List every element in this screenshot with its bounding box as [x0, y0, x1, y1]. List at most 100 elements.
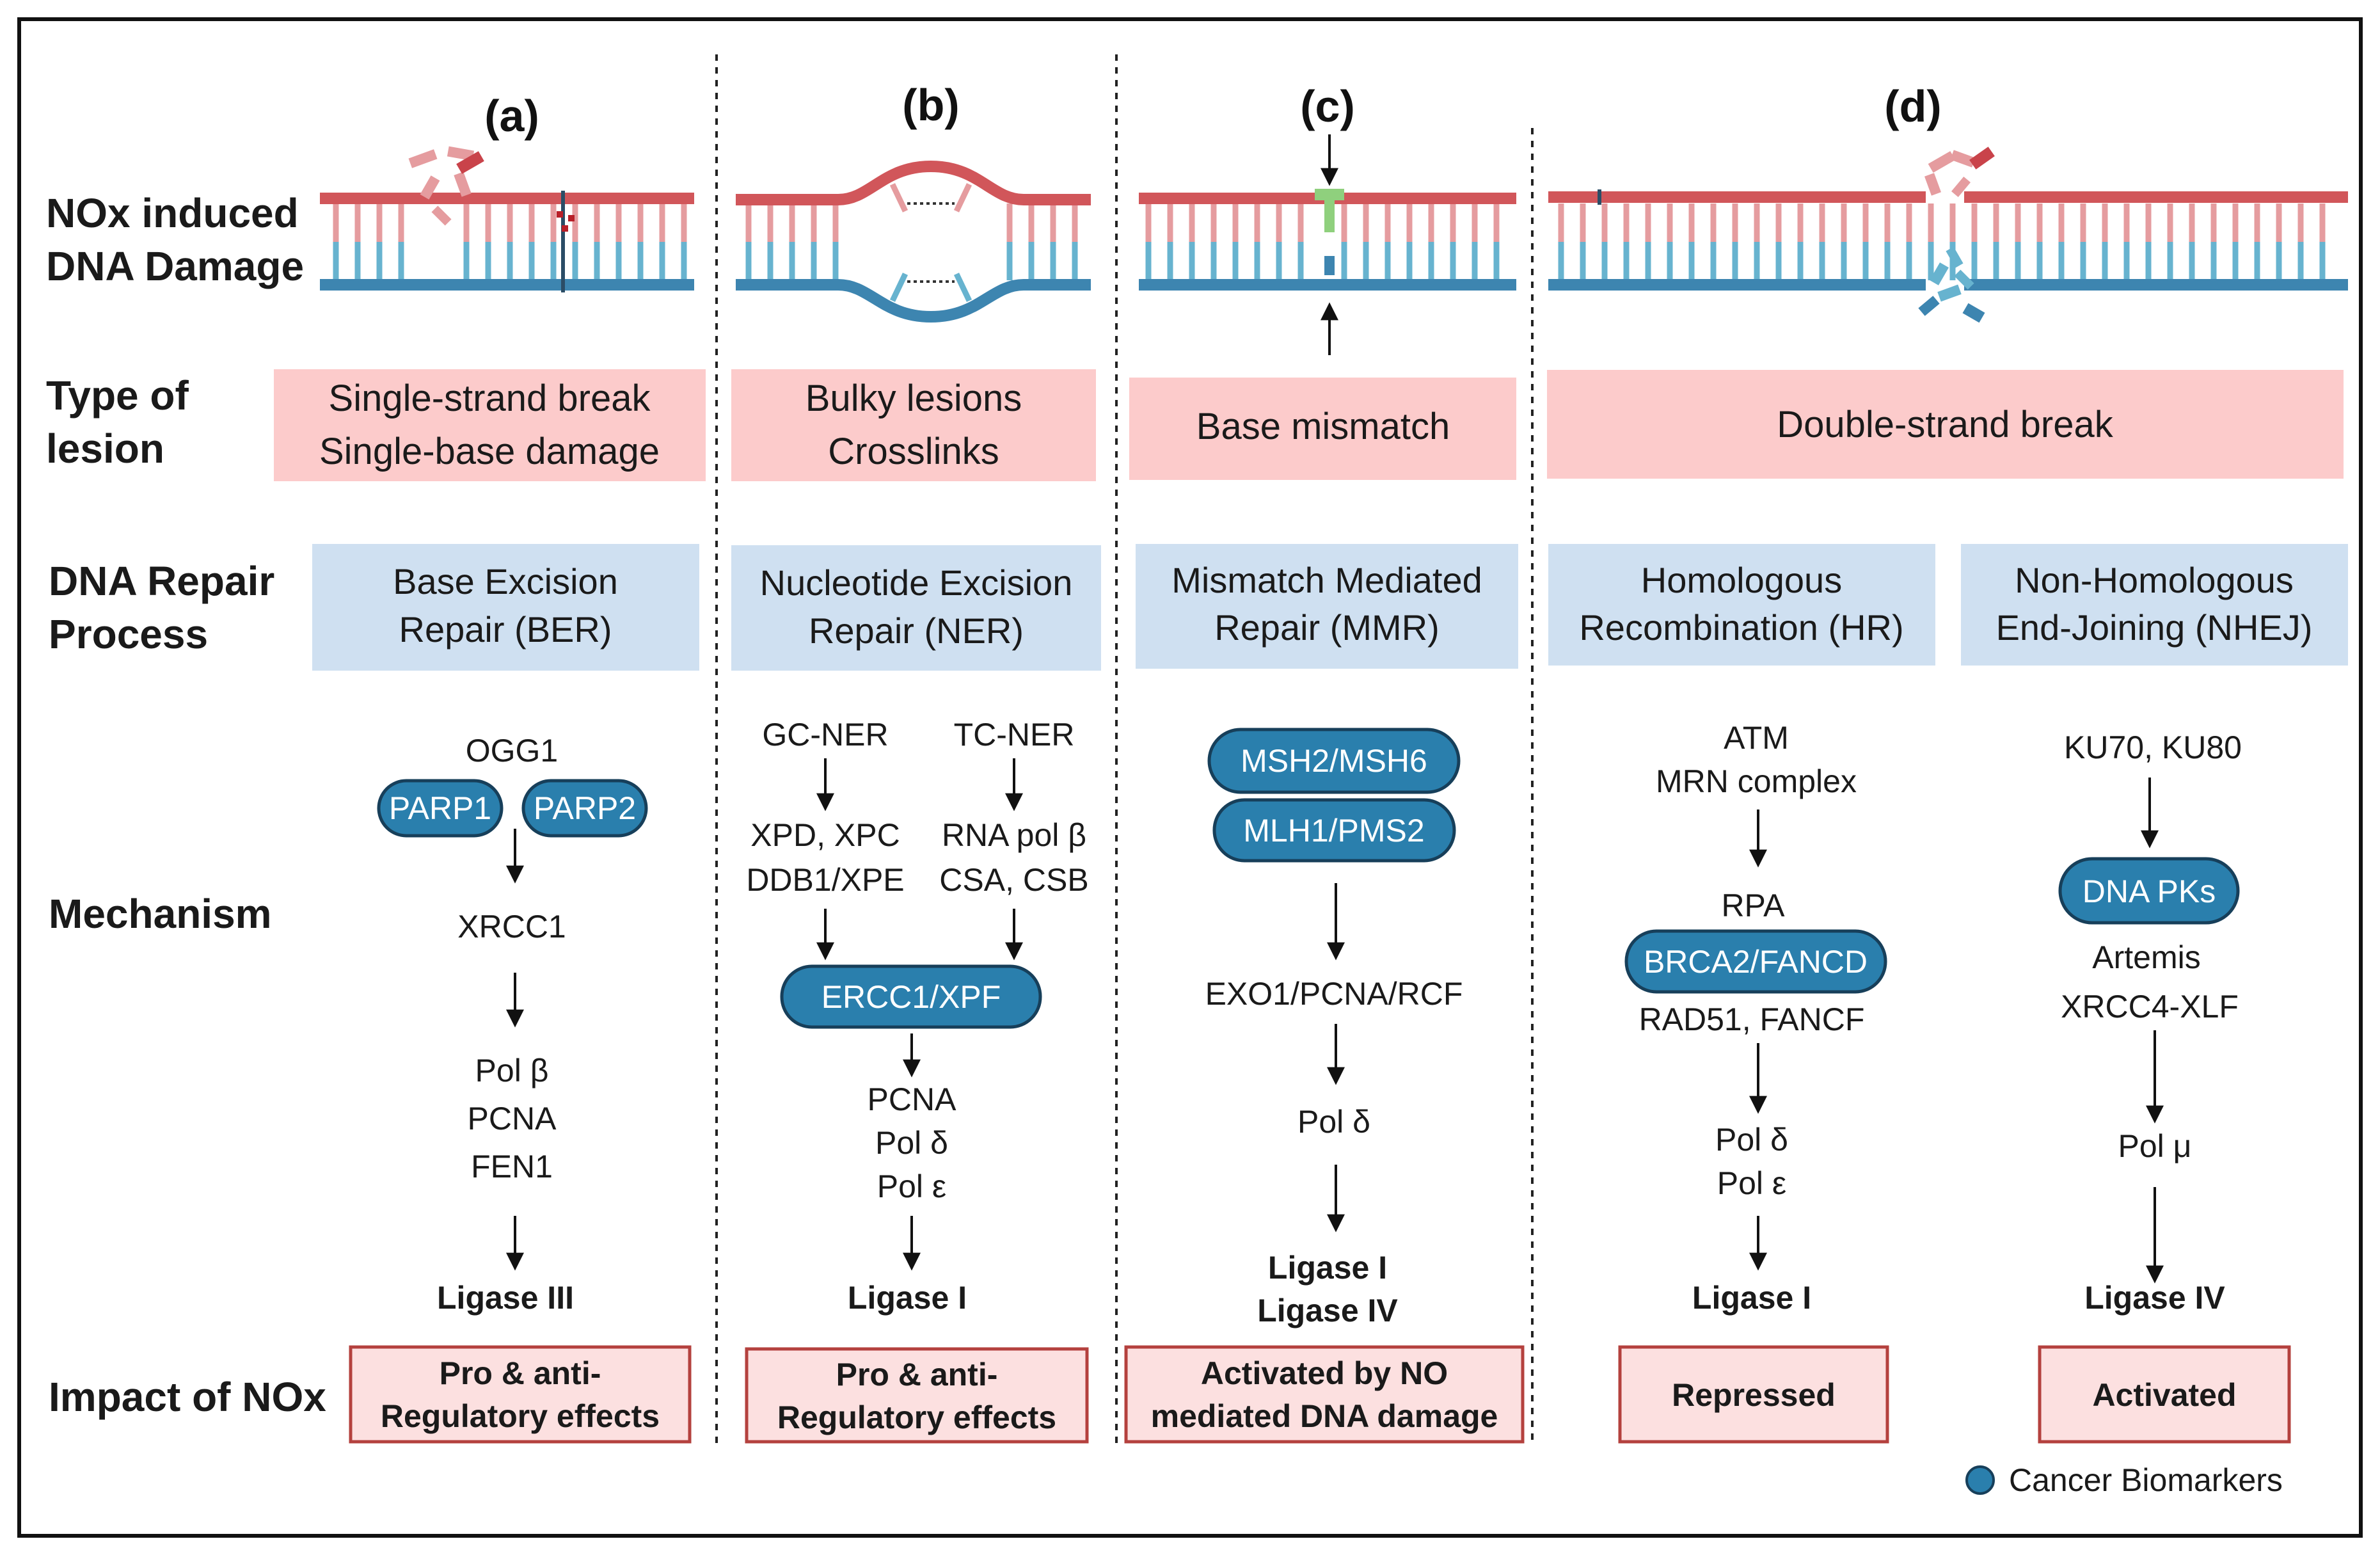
process-box-nhej: [1961, 544, 2348, 666]
impact-box-c: [1124, 1345, 1525, 1444]
row-labels: NOx induced DNA Damage Type of lesion DN…: [46, 190, 326, 1420]
impact-box-d: [1618, 1345, 1889, 1444]
lesion-box-a: [274, 369, 706, 481]
lesion-b-line1: Bulky lesions: [805, 378, 1022, 419]
process-box-hr: [1548, 544, 1935, 666]
blue-circle-icon: [1965, 1465, 1995, 1495]
dna-illustration-c: [1139, 134, 1516, 355]
ber-ogg1: OGG1: [466, 733, 558, 769]
process-box-mmr: [1136, 544, 1518, 669]
row-label-impact: Impact of NOx: [49, 1374, 326, 1420]
mechanism-mmr: MSH2/MSH6 MLH1/PMS2 EXO1/PCNA/RCF Pol δ …: [1205, 728, 1463, 1328]
nhej-xrcc4: XRCC4-XLF: [2061, 989, 2239, 1025]
lesion-box-b: [731, 369, 1096, 481]
hr-ligase: Ligase I: [1692, 1280, 1811, 1316]
lesion-box-c: [1129, 378, 1516, 480]
ner-gc-item2: DDB1/XPE: [746, 862, 904, 898]
column-label-c: (c): [1300, 81, 1355, 131]
dna-strand-top-b: [736, 160, 1091, 205]
process-nhej-line1: Non-Homologous: [2015, 560, 2294, 600]
legend-label: Cancer Biomarkers: [2009, 1462, 2283, 1498]
mmr-ligase-1: Ligase I: [1268, 1250, 1387, 1286]
nhej-artemis: Artemis: [2092, 939, 2200, 975]
badge-parp2-label: PARP2: [534, 790, 636, 826]
row-label-damage-line1: NOx induced: [46, 190, 299, 236]
impact-row: Pro & anti- Regulatory effects Pro & ant…: [349, 1345, 2291, 1444]
ber-xrcc1: XRCC1: [457, 909, 566, 945]
process-box-ber: [312, 544, 699, 671]
row-label-process-line2: Process: [49, 611, 208, 657]
badge-brca2-fancd: [1624, 929, 1887, 994]
badge-dna-pks: [2058, 857, 2240, 925]
lesion-a-line1: Single-strand break: [329, 378, 651, 419]
impact-box-a: [349, 1345, 692, 1444]
process-hr-line1: Homologous: [1641, 560, 1842, 600]
lesion-c-line1: Base mismatch: [1196, 406, 1450, 447]
dna-rungs: [333, 203, 687, 280]
row-label-lesion-line1: Type of: [46, 372, 189, 419]
impact-b-line2: Regulatory effects: [777, 1400, 1056, 1435]
impact-e-line1: Activated: [2092, 1377, 2236, 1413]
impact-b-line1: Pro & anti-: [836, 1357, 998, 1392]
broken-fragments-a: [408, 146, 484, 226]
mechanism-ber: OGG1 PARP1 PARP2 XRCC1 Pol β PCNA FEN1 L…: [377, 733, 648, 1316]
badge-msh2-msh6-label: MSH2/MSH6: [1241, 743, 1427, 779]
process-nhej-line2: End-Joining (NHEJ): [1996, 607, 2313, 648]
mechanism-hr: ATM MRN complex RPA BRCA2/FANCD RAD51, F…: [1624, 720, 1887, 1316]
column-label-d: (d): [1884, 81, 1941, 131]
dna-rungs: [1145, 203, 1500, 280]
lesion-b-line2: Crosslinks: [828, 431, 999, 472]
ner-ligase: Ligase I: [848, 1280, 967, 1316]
nhej-ku: KU70, KU80: [2064, 730, 2242, 765]
dna-illustration-d: [1548, 147, 2348, 323]
process-box-ner: [731, 545, 1101, 671]
ner-tc-head: TC-NER: [954, 717, 1075, 753]
badge-ercc1-xpf: [780, 964, 1042, 1029]
hr-atm: ATM: [1724, 720, 1789, 756]
column-label-a: (a): [484, 91, 539, 141]
badge-ercc1-xpf-label: ERCC1/XPF: [821, 979, 1001, 1015]
column-label-b: (b): [902, 80, 959, 130]
badge-mlh1-pms2: [1212, 798, 1456, 863]
process-ber-line1: Base Excision: [393, 561, 618, 602]
mmr-pol-delta: Pol δ: [1297, 1104, 1370, 1140]
process-ner-line2: Repair (NER): [809, 610, 1024, 651]
column-separators: [715, 54, 1534, 1446]
mismatch-base-stem: [1324, 200, 1335, 232]
hr-rpa: RPA: [1721, 888, 1785, 923]
ber-pol-beta: Pol β: [475, 1053, 549, 1088]
mechanism-ner: GC-NER TC-NER XPD, XPC DDB1/XPE RNA pol …: [746, 717, 1088, 1316]
ner-pol-delta: Pol δ: [875, 1125, 948, 1161]
process-mmr-line2: Repair (MMR): [1214, 607, 1440, 648]
mismatch-base-bottom: [1324, 256, 1335, 275]
lesion-d-line1: Double-strand break: [1777, 404, 2114, 445]
impact-c-line2: mediated DNA damage: [1151, 1398, 1498, 1434]
row-label-process-line1: DNA Repair: [49, 558, 274, 604]
hr-pol-delta: Pol δ: [1715, 1122, 1788, 1158]
impact-a-line1: Pro & anti-: [440, 1355, 601, 1391]
dna-illustration-b: [736, 160, 1091, 323]
broken-fragments-bottom-d: [1918, 246, 1985, 323]
nhej-ligase: Ligase IV: [2084, 1280, 2225, 1316]
ner-pol-epsilon: Pol ε: [877, 1168, 946, 1204]
ber-fen1: FEN1: [471, 1149, 553, 1184]
badge-mlh1-pms2-label: MLH1/PMS2: [1243, 813, 1424, 849]
process-hr-line2: Recombination (HR): [1579, 607, 1903, 648]
ner-tc-item2: CSA, CSB: [939, 862, 1088, 898]
lesion-row: Single-strand break Single-base damage B…: [274, 369, 2344, 481]
process-mmr-line1: Mismatch Mediated: [1171, 560, 1482, 600]
dna-rungs-a: [333, 203, 687, 280]
row-label-lesion-line2: lesion: [46, 426, 164, 472]
process-ner-line1: Nucleotide Excision: [760, 562, 1073, 603]
impact-a-line2: Regulatory effects: [381, 1398, 660, 1434]
ner-tc-item1: RNA pol β: [942, 817, 1086, 853]
mismatch-base-top: [1315, 189, 1344, 200]
badge-brca2-fancd-label: BRCA2/FANCD: [1644, 944, 1868, 980]
hr-rad51: RAD51, FANCF: [1639, 1001, 1865, 1037]
row-label-damage-line2: DNA Damage: [46, 243, 304, 289]
nhej-pol-mu: Pol μ: [2118, 1128, 2192, 1164]
badge-msh2-msh6: [1207, 728, 1461, 794]
row-label-mechanism: Mechanism: [49, 891, 272, 937]
lesion-a-line2: Single-base damage: [319, 431, 660, 472]
